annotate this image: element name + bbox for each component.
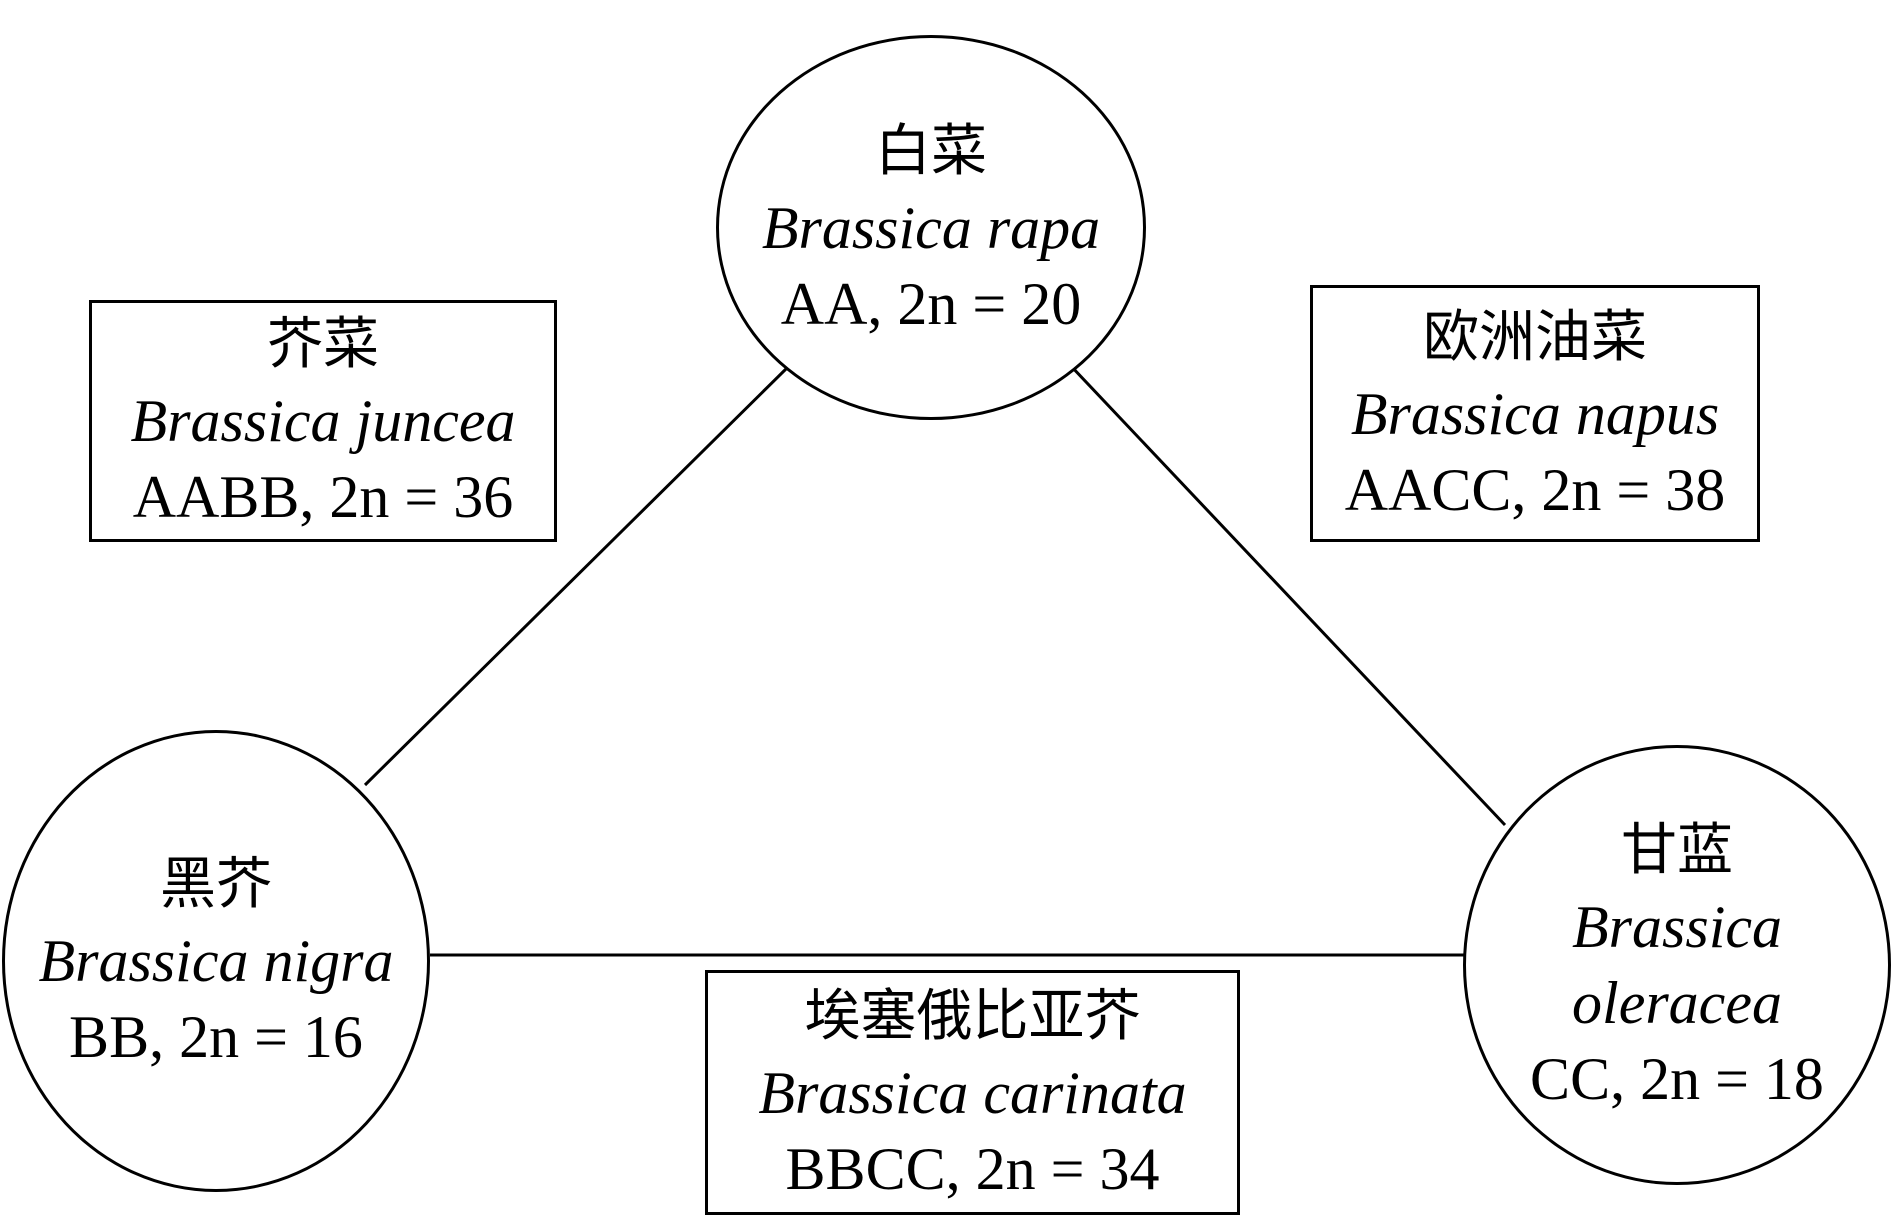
species-node-oleracea: 甘蓝 Brassica oleracea CC, 2n = 18 <box>1463 745 1891 1185</box>
hybrid-box-juncea: 芥菜 Brassica juncea AABB, 2n = 36 <box>89 300 557 542</box>
hybrid-chinese-name: 欧洲油菜 <box>1423 304 1647 370</box>
hybrid-chinese-name: 埃塞俄比亚芥 <box>804 983 1141 1049</box>
species-chinese-name: 黑芥 <box>160 852 272 917</box>
species-latin-genus: Brassica <box>1572 894 1782 960</box>
hybrid-chinese-name: 芥菜 <box>267 312 379 377</box>
hybrid-box-napus: 欧洲油菜 Brassica napus AACC, 2n = 38 <box>1310 285 1760 542</box>
species-node-nigra: 黑芥 Brassica nigra BB, 2n = 16 <box>2 730 430 1192</box>
connector-rapa-nigra <box>363 363 792 787</box>
genome-label: AACC, 2n = 38 <box>1344 456 1726 523</box>
hybrid-latin-name: Brassica carinata <box>758 1059 1187 1126</box>
species-node-rapa: 白菜 Brassica rapa AA, 2n = 20 <box>716 35 1146 420</box>
species-chinese-name: 白菜 <box>875 118 987 184</box>
genome-label: AA, 2n = 20 <box>780 270 1082 337</box>
hybrid-box-carinata: 埃塞俄比亚芥 Brassica carinata BBCC, 2n = 34 <box>705 970 1240 1215</box>
genome-label: CC, 2n = 18 <box>1530 1046 1824 1112</box>
hybrid-latin-name: Brassica juncea <box>130 388 516 454</box>
species-chinese-name: 甘蓝 <box>1621 818 1733 883</box>
hybrid-latin-name: Brassica napus <box>1350 380 1720 447</box>
genome-label: BB, 2n = 16 <box>69 1004 363 1070</box>
species-latin-name: Brassica nigra <box>38 928 394 994</box>
genome-label: BBCC, 2n = 34 <box>785 1135 1160 1202</box>
connector-rapa-oleracea <box>1068 363 1507 827</box>
species-latin-name: Brassica rapa <box>761 194 1101 261</box>
species-latin-epithet: oleracea <box>1572 970 1782 1036</box>
genome-label: AABB, 2n = 36 <box>132 464 514 530</box>
